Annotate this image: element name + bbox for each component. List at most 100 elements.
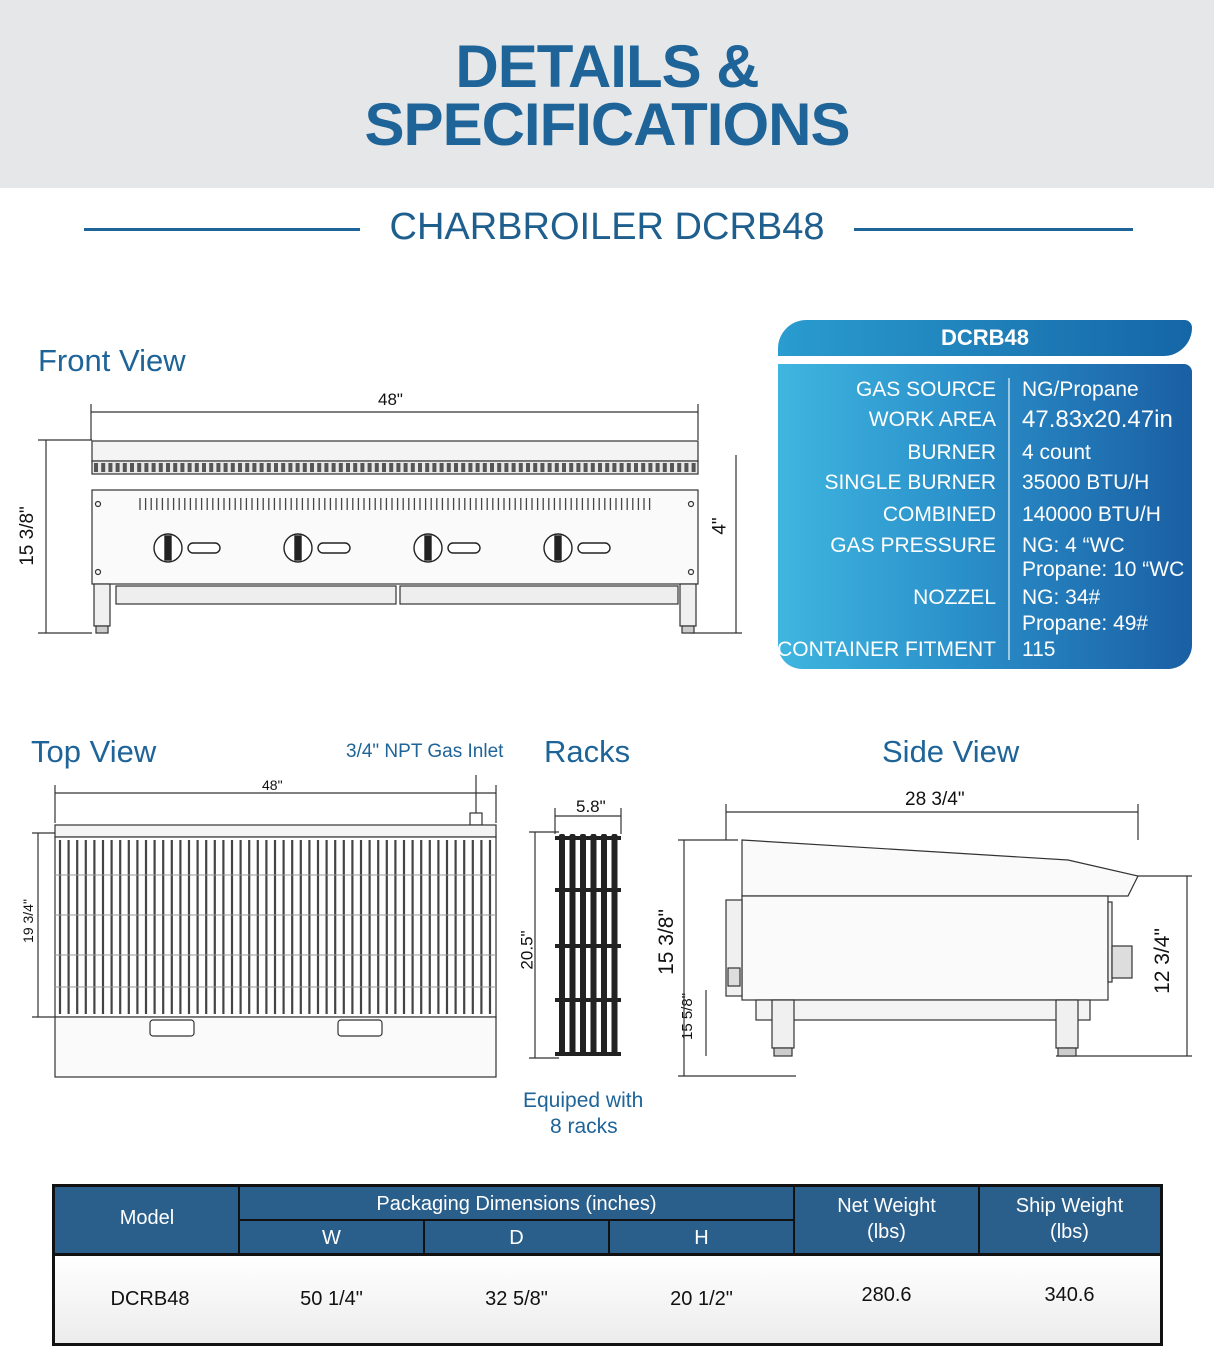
col-divider [423,1219,425,1253]
grate-tooth [302,463,307,472]
gas-inlet-label: 3/4" NPT Gas Inlet [346,741,504,762]
rack-crossbar [555,888,621,892]
grate-tooth [691,463,696,472]
grate-tooth [180,463,185,472]
spec-value-line-2: Propane: 10 “WC [1022,558,1185,581]
front-dim-width: 48" [378,390,403,409]
pilot-button [187,542,221,554]
cell-h: 20 1/2" [670,1288,733,1310]
side-dim-depth: 28 3/4" [905,789,965,810]
grate-tooth [202,463,206,472]
knob-handle [554,535,562,561]
header-h: H [694,1227,709,1249]
grate-tooth [547,463,552,472]
grate-tooth [130,463,134,472]
spec-value: 35000 BTU/H [1022,471,1150,494]
grate-tooth [353,463,358,472]
spec-key: COMBINED [882,503,996,526]
grate-tooth [115,463,120,472]
page-title: DETAILS & SPECIFICATIONS [0,37,1214,158]
spec-value-line-1: NG: 34# [1022,586,1101,609]
top-dim-width: 48" [262,777,283,793]
grate-tooth [490,463,494,472]
header-ship-weight-line-2: (lbs) [1050,1221,1089,1243]
grate-tooth [346,463,350,472]
subtitle-rule-left [84,228,360,231]
grate-tooth [374,463,379,472]
grate-tooth [173,463,178,472]
grate-tooth [590,463,595,472]
grate-tooth [324,463,329,472]
col-divider [238,1187,240,1253]
packaging-table-header: Model Packaging Dimensions (inches) W D … [55,1187,1160,1253]
rack-crossbar [555,1052,621,1056]
spec-panel-model-tab: DCRB48 [778,320,1192,356]
grate-tooth [533,463,538,472]
spec-panel: GAS SOURCE NG/Propane WORK AREA 47.83x20… [777,364,1192,669]
grate-tooth [274,463,278,472]
cell-w: 50 1/4" [300,1288,363,1310]
grate-tooth [576,463,581,472]
grate-tooth [670,463,674,472]
spec-value: 115 [1022,638,1056,661]
grate-tooth [662,463,667,472]
grate-tooth [511,463,516,472]
spec-value: NG: 4 “WC Propane: 10 “WC [1022,534,1184,582]
spec-divider [1008,378,1010,660]
grate-tooth [518,463,523,472]
header-net-weight-line-2: (lbs) [867,1221,906,1243]
col-divider [793,1187,795,1253]
header-ship-weight: Ship Weight (lbs) [979,1193,1160,1245]
grate-tooth [439,463,444,472]
grate-tooth [504,463,509,472]
spec-key: SINGLE BURNER [824,471,996,494]
spec-value-line-2: Propane: 49# [1022,612,1149,635]
grate-tooth [331,463,336,472]
side-view-drawing [678,804,1192,1077]
grate-tooth [569,463,574,472]
grate-tooth [209,463,214,472]
spec-value: 140000 BTU/H [1022,503,1161,526]
grate-tooth [360,463,365,472]
grate-tooth [612,463,617,472]
grate-tooth [338,463,343,472]
subtitle-rule-right [854,228,1133,231]
header-net-weight: Net Weight (lbs) [794,1193,979,1245]
knob-handle [424,535,432,561]
grate-tooth [454,463,458,472]
grate-tooth [425,463,430,472]
header-d: D [509,1227,524,1249]
racks-drawing [529,808,622,1059]
rack-dim-width: 5.8" [576,797,606,816]
grate-tooth [396,463,401,472]
spec-key: NOZZEL [913,586,996,609]
header-ship-weight-line-1: Ship Weight [1015,1195,1124,1217]
header-model: Model [119,1207,175,1229]
cell-ship-weight: 340.6 [1044,1284,1095,1306]
grate-tooth [468,463,473,472]
knob-handle [164,535,172,561]
header-band [0,0,1214,188]
title-line-2: SPECIFICATIONS [364,91,851,158]
grate-tooth [403,463,408,472]
spec-key: BURNER [907,441,996,464]
front-view-drawing [38,404,742,634]
grate-tooth [634,463,638,472]
pilot-button [577,542,611,554]
grate-tooth [245,463,250,472]
grate-tooth [648,463,653,472]
grate-tooth [194,463,199,472]
grate-tooth [540,463,545,472]
grate-tooth [108,463,113,472]
grate-tooth [266,463,271,472]
racks-note-line-2: 8 racks [550,1115,618,1138]
grate-tooth [137,463,142,472]
grate-tooth [259,463,264,472]
grate-tooth [446,463,451,472]
racks-label: Racks [544,734,631,769]
grate-tooth [94,463,98,472]
grate-tooth [281,463,286,472]
col-divider [608,1219,610,1253]
grate-tooth [655,463,660,472]
grate-tooth [295,463,300,472]
